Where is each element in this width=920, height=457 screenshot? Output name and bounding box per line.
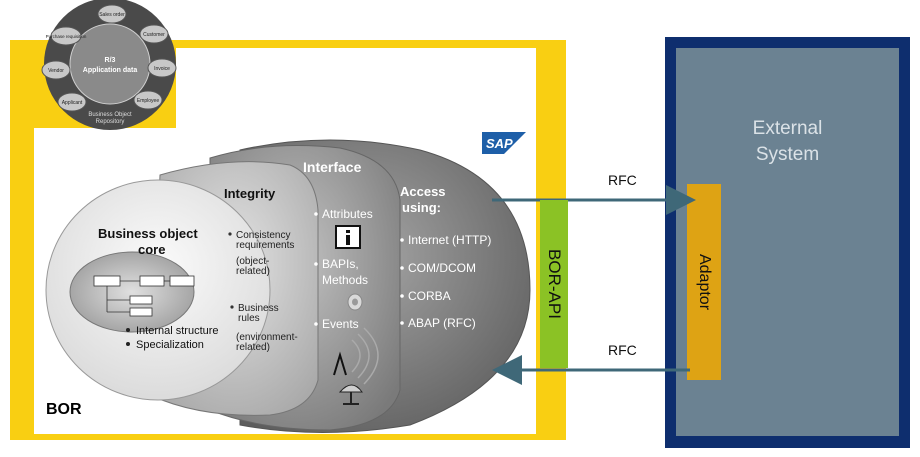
external-system-title-line2: System bbox=[755, 144, 820, 165]
access-title-line2: using: bbox=[402, 200, 441, 215]
rfc-label-top: RFC bbox=[608, 172, 637, 188]
repository-center-line1: R/3 bbox=[105, 57, 116, 64]
repository-center-line2: Application data bbox=[83, 67, 138, 74]
interface-title: Interface bbox=[303, 159, 362, 175]
repository-node-invoice: Invoice bbox=[154, 66, 170, 72]
bor-api-label-wrap: BOR-API bbox=[540, 200, 568, 368]
satellite-dish-icon bbox=[338, 384, 363, 405]
core-bullet-1: Internal structure bbox=[136, 325, 219, 337]
repository-caption-line2: Repository bbox=[96, 119, 125, 125]
info-icon bbox=[335, 225, 361, 249]
access-item-corba: CORBA bbox=[408, 289, 451, 303]
integrity-title: Integrity bbox=[224, 186, 276, 201]
external-system-title: External System bbox=[676, 116, 899, 168]
repository-node-vendor: Vendor bbox=[48, 68, 64, 74]
repository-node-sales-order: Sales order bbox=[99, 12, 125, 18]
interface-item-attributes: Attributes bbox=[322, 207, 373, 221]
integrity-item-1-line2: requirements bbox=[236, 240, 294, 251]
bor-api-label: BOR-API bbox=[545, 249, 564, 319]
repository-node-applicant: Applicant bbox=[62, 100, 83, 106]
bor-inner-area-top bbox=[176, 48, 536, 130]
business-object-repository: R/3 Application data Business Object Rep… bbox=[41, 0, 177, 130]
sap-logo-text: SAP bbox=[486, 136, 513, 151]
core-bullet-2: Specialization bbox=[136, 339, 204, 351]
access-item-com: COM/DCOM bbox=[408, 261, 476, 275]
interface-item-events: Events bbox=[322, 317, 359, 331]
repository-caption-line1: Business Object bbox=[88, 112, 132, 118]
integrity-item-3-line2: rules bbox=[238, 313, 260, 324]
gear-icon bbox=[347, 293, 363, 311]
bor-api-bar bbox=[540, 200, 568, 368]
bor-label: BOR bbox=[46, 401, 82, 418]
external-system-title-line1: External bbox=[752, 118, 823, 139]
integrity-item-4-line1: (environment- bbox=[236, 332, 298, 343]
rfc-label-bottom: RFC bbox=[608, 342, 637, 358]
integrity-item-3-line1: Business bbox=[238, 303, 279, 314]
access-title-line1: Access bbox=[400, 184, 446, 199]
object-structure-diagram bbox=[69, 251, 195, 333]
radio-wave-icon bbox=[333, 327, 379, 385]
sap-logo: SAP bbox=[482, 132, 526, 154]
access-item-http: Internet (HTTP) bbox=[408, 233, 491, 247]
repository-node-employee: Employee bbox=[137, 98, 159, 104]
interface-item-bapis-line2: Methods bbox=[322, 273, 368, 287]
repository-node-purchase-requisition: Purchase requisition bbox=[46, 34, 87, 39]
core-title-line2: core bbox=[138, 242, 165, 257]
repository-node-customer: Customer bbox=[143, 32, 165, 38]
adaptor-box bbox=[687, 184, 721, 380]
integrity-item-4-line2: related) bbox=[236, 342, 270, 353]
core-title-line1: Business object bbox=[98, 226, 198, 241]
integrity-item-1-line1: Consistency bbox=[236, 230, 290, 241]
integrity-item-2-line1: (object- bbox=[236, 256, 269, 267]
access-item-abap: ABAP (RFC) bbox=[408, 316, 476, 330]
integrity-item-2-line2: related) bbox=[236, 266, 270, 277]
interface-item-bapis-line1: BAPIs, bbox=[322, 257, 359, 271]
